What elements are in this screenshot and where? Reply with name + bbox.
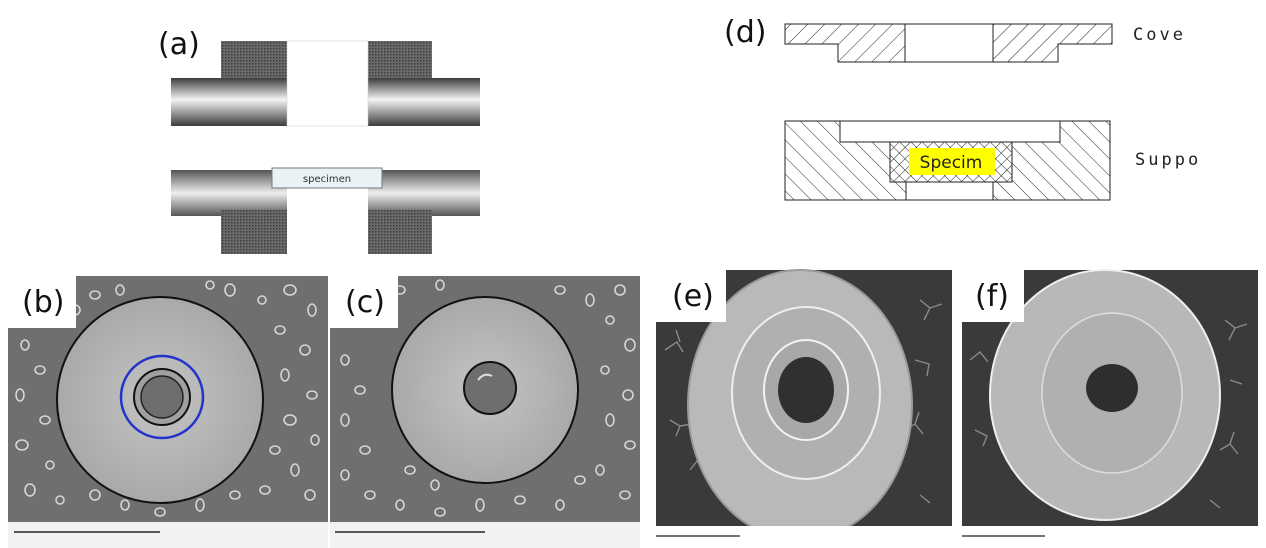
cover-label: Cove <box>1133 25 1186 45</box>
particle-field-c <box>340 279 636 517</box>
disc-f-hole <box>1086 364 1138 412</box>
panel-label-e: (e) <box>672 279 714 314</box>
panel-label-d: (d) <box>724 15 767 50</box>
label-box-b <box>8 276 76 328</box>
disc-c-hole <box>463 361 517 415</box>
label-box-c <box>330 276 398 328</box>
lower-die-left-shaft <box>171 170 287 216</box>
support-label: Suppo <box>1135 150 1202 170</box>
specimen-label-d: Specim <box>920 153 983 173</box>
panel-a-die-diagram: specimen <box>171 40 480 254</box>
upper-punch-left-shoulder <box>221 41 287 85</box>
panel-label-c: (c) <box>345 285 385 320</box>
disc-e-hole <box>778 357 834 423</box>
lower-die-left-shoulder <box>221 210 287 254</box>
cover-left <box>784 23 906 63</box>
label-box-e <box>656 270 726 322</box>
panel-label-f: (f) <box>975 279 1009 314</box>
blue-outline-circle <box>119 354 205 440</box>
fiber-network-f <box>969 319 1248 509</box>
panel-d-cross-section: Specim <box>784 23 1113 201</box>
upper-punch-right-shoulder <box>368 41 432 85</box>
specimen-highlight <box>909 148 995 175</box>
specimen-text: specimen <box>303 174 351 185</box>
upper-punch-left-shaft <box>171 78 287 126</box>
panel-label-b: (b) <box>22 285 65 320</box>
panel-label-a: (a) <box>158 27 200 62</box>
lower-die-right-shoulder <box>368 210 432 254</box>
cover-right <box>992 23 1113 63</box>
label-box-f <box>962 270 1024 322</box>
specimen-bar <box>271 167 383 189</box>
upper-punch-right-shaft <box>368 78 480 126</box>
disc-b-hole <box>140 375 184 419</box>
lower-die-right-shaft <box>368 170 480 216</box>
